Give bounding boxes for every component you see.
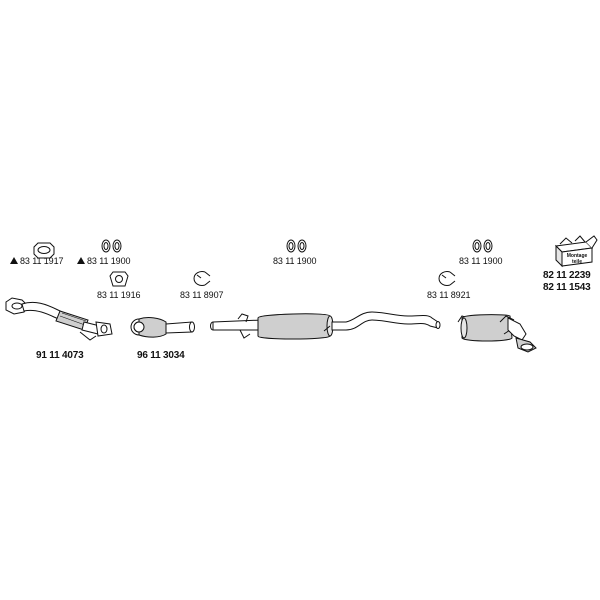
part-number-label: 83 11 1917 [20,256,64,266]
part-number-label: 82 11 1543 [543,282,591,293]
kit-label-line2: teile [572,259,582,265]
warning-triangle-icon [10,257,18,264]
part-number-label: 91 11 4073 [36,350,84,361]
kit-label-line1: Montage [567,253,588,259]
rear-silencer-part [457,314,537,353]
part-number-label: 83 11 1900 [459,256,503,266]
part-number-label: 83 11 1900 [273,256,317,266]
part-number-label: 83 11 8907 [180,290,224,300]
clamp-pair-part [101,239,122,253]
clamp-pair-part [472,239,493,253]
gasket-part [33,242,55,259]
part-number-label: 83 11 1916 [97,290,141,300]
part-number-label: 96 11 3034 [137,350,185,361]
clip-part [193,271,211,286]
front-pipe-part [5,297,113,341]
clip-part [438,271,456,286]
mounting-kit-box: Montage teile [554,235,598,268]
part-number-label: 83 11 8921 [427,290,471,300]
warning-triangle-icon [77,257,85,264]
part-number-label: 82 11 2239 [543,270,591,281]
middle-silencer-part [210,311,441,340]
part-number-label: 83 11 1900 [87,256,131,266]
ring-part [109,271,129,287]
catalyst-part [130,317,195,338]
clamp-pair-part [286,239,307,253]
